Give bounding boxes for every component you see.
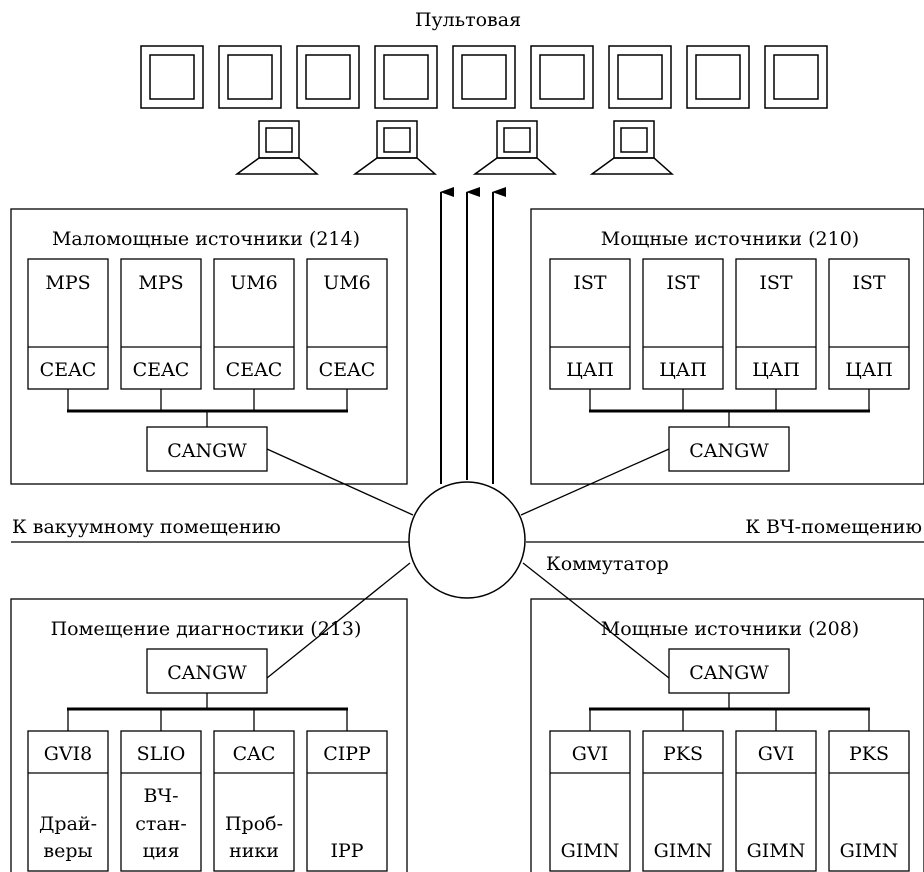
switch-node [408, 481, 526, 599]
card-module-label: ция [143, 840, 180, 862]
room-214: Маломощные источники (214) MPS CEAC MPS … [10, 208, 408, 485]
card-label: MPS [45, 272, 90, 294]
can-bus-210 [589, 389, 870, 427]
card-label: SLIO [137, 743, 186, 765]
workstation [352, 120, 437, 175]
gateway-label: CANGW [167, 440, 247, 462]
room-213-title: Помещение диагностики (213) [51, 618, 362, 640]
card-label: MPS [138, 272, 183, 294]
card-module-label: Драй- [39, 813, 97, 835]
room-208-title: Мощные источники (208) [601, 618, 859, 640]
card-label: PKS [849, 743, 889, 765]
room-210-title: Мощные источники (210) [601, 228, 859, 250]
room-214-title: Маломощные источники (214) [52, 228, 360, 250]
gateway-label: CANGW [689, 440, 769, 462]
monitor-row [140, 45, 828, 109]
card-module-label: CEAC [133, 359, 190, 381]
card-module-label: CEAC [226, 359, 283, 381]
card-module-label: ЦАП [659, 359, 707, 381]
monitor [686, 45, 750, 109]
card-module-label: Проб- [225, 813, 283, 835]
card-label: GVI [758, 743, 794, 765]
monitor [764, 45, 828, 109]
card-module-label: стан- [135, 813, 187, 835]
card-module-label: GIMN [654, 840, 713, 862]
monitor [374, 45, 438, 109]
card-label: GVI [572, 743, 608, 765]
gateway-box [146, 426, 268, 472]
card-label: GVI8 [44, 743, 93, 765]
card-module-label: CEAC [40, 359, 97, 381]
monitor [530, 45, 594, 109]
monitor [140, 45, 204, 109]
room-213: Помещение диагностики (213) CANGW GVI8 Д… [10, 598, 408, 872]
card-module-label: CEAC [319, 359, 376, 381]
can-bus-213 [67, 693, 348, 731]
card-label: IST [852, 272, 886, 294]
can-bus-214 [67, 389, 348, 427]
card-module-label: веры [43, 840, 92, 862]
gateway-label: CANGW [689, 662, 769, 684]
switch-links [266, 448, 670, 679]
control-room-title: Пультовая [415, 9, 521, 31]
monitor [218, 45, 282, 109]
card-label: CAC [233, 743, 276, 765]
monitor [452, 45, 516, 109]
workstation-row [234, 120, 674, 175]
card-label: UM6 [323, 272, 371, 294]
card-module-label: ЦАП [845, 359, 893, 381]
uplink-arrows [440, 187, 506, 484]
card-module-label: GIMN [840, 840, 899, 862]
vacuum-room-label: К вакуумному помещению [12, 516, 281, 538]
card-label: IST [759, 272, 793, 294]
monitor [608, 45, 672, 109]
card-label: CIPP [323, 743, 371, 765]
room-208: Мощные источники (208) CANGW GVI GIMN PK… [530, 598, 924, 872]
card-module-label: ники [229, 840, 279, 862]
card-label: IST [573, 272, 607, 294]
gateway-box [146, 648, 268, 694]
card-label: IST [666, 272, 700, 294]
card-module-label: ЦАП [752, 359, 800, 381]
gateway-box [668, 426, 790, 472]
card-module-label: GIMN [747, 840, 806, 862]
can-bus-208 [589, 693, 870, 731]
card-module-label: ВЧ- [143, 785, 178, 807]
monitor [296, 45, 360, 109]
workstation [472, 120, 557, 175]
room-210: Мощные источники (210) IST ЦАП IST ЦАП I… [530, 208, 924, 485]
hf-room-label: К ВЧ-помещению [745, 516, 922, 538]
gateway-label: CANGW [167, 662, 247, 684]
workstation [589, 120, 674, 175]
card-label: PKS [663, 743, 703, 765]
card-module-label: GIMN [561, 840, 620, 862]
card-label: UM6 [230, 272, 278, 294]
card-module-label: IPP [330, 840, 363, 862]
card-module-label: ЦАП [566, 359, 614, 381]
switch-label: Коммутатор [546, 553, 669, 575]
workstation [234, 120, 319, 175]
